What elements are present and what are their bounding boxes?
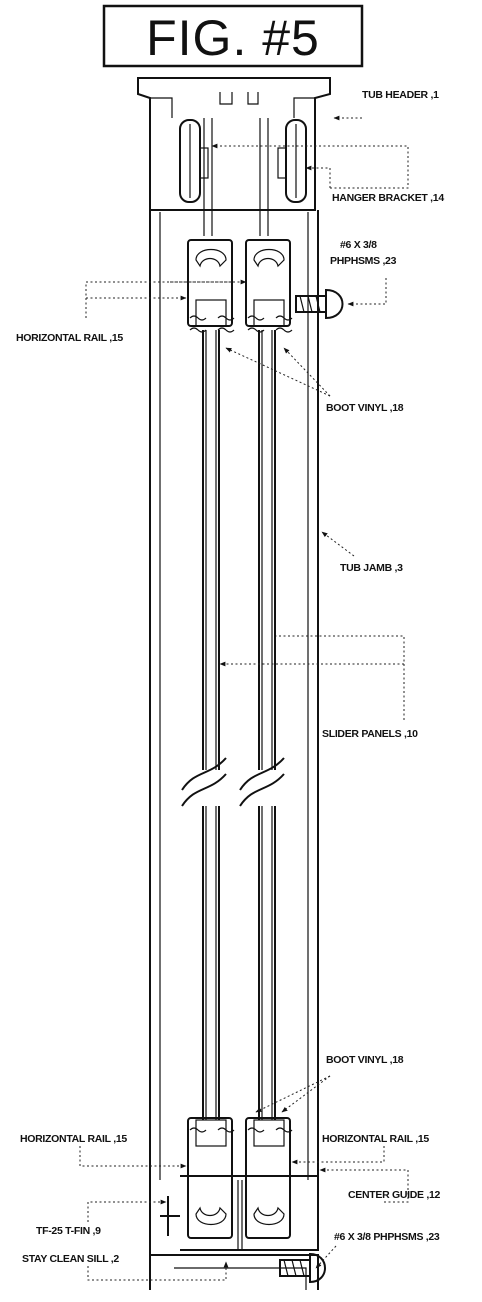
label-boot-vinyl-bottom: BOOT VINYL ,18 xyxy=(326,1054,404,1066)
label-tf-fin: TF-25 T-FIN ,9 xyxy=(36,1225,101,1237)
label-hanger-bracket: HANGER BRACKET ,14 xyxy=(332,192,444,204)
label-slider-panels: SLIDER PANELS ,10 xyxy=(322,728,418,740)
label-tub-header: TUB HEADER ,1 xyxy=(362,89,439,101)
label-center-guide: CENTER GUIDE ,12 xyxy=(348,1189,441,1201)
t-fin xyxy=(160,1196,180,1236)
tub-header xyxy=(137,77,331,211)
label-stay-clean-sill: STAY CLEAN SILL ,2 xyxy=(22,1253,119,1265)
hanger-bracket-right xyxy=(277,119,307,203)
label-tub-jamb: TUB JAMB ,3 xyxy=(340,562,403,574)
slider-panel-left xyxy=(202,330,220,1120)
figure-title-box: FIG. #5 xyxy=(102,4,364,68)
screw-top xyxy=(295,288,344,320)
label-horizontal-rail-bottom-right: HORIZONTAL RAIL ,15 xyxy=(322,1133,429,1145)
horizontal-rail-bottom-left xyxy=(187,1117,233,1239)
leader-lines xyxy=(79,115,409,1281)
break-marks xyxy=(181,757,295,807)
label-horizontal-rail-bottom-left: HORIZONTAL RAIL ,15 xyxy=(20,1133,127,1145)
horizontal-rail-top-right xyxy=(245,239,291,327)
tub-jamb xyxy=(149,210,319,1290)
slider-panel-right xyxy=(258,330,276,1120)
screw-bottom xyxy=(279,1252,326,1284)
callout-labels: TUB HEADER ,1 HANGER BRACKET ,14 #6 X 3/… xyxy=(16,89,445,1265)
boot-vinyl-bottom xyxy=(189,1127,293,1133)
horizontal-rail-bottom-right xyxy=(245,1117,291,1239)
label-screw-top-line1: #6 X 3/8 xyxy=(340,239,377,251)
label-screw-bottom: #6 X 3/8 PHPHSMS ,23 xyxy=(334,1231,440,1243)
label-screw-top-line2: PHPHSMS ,23 xyxy=(330,255,397,267)
horizontal-rail-top-left xyxy=(187,239,233,327)
label-horizontal-rail-top: HORIZONTAL RAIL ,15 xyxy=(16,332,123,344)
boot-vinyl-top-right xyxy=(247,315,293,333)
label-boot-vinyl-top: BOOT VINYL ,18 xyxy=(326,402,404,414)
figure-title: FIG. #5 xyxy=(146,10,320,66)
center-guide xyxy=(180,1175,319,1251)
boot-vinyl-top-left xyxy=(189,315,235,333)
